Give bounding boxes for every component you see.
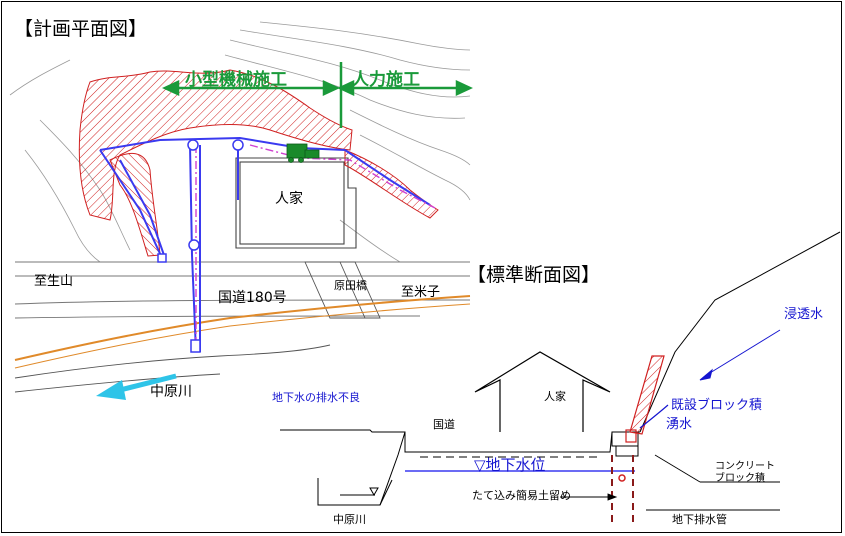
spring-water-label: 湧水	[666, 417, 693, 432]
seepage-water-label: 浸透水	[784, 307, 824, 322]
hatched-slope	[78, 69, 439, 257]
drain-pipe-symbol	[618, 474, 626, 482]
concrete-block	[611, 431, 639, 457]
road-label: 国道180号	[218, 290, 287, 306]
groundwater-poor-label: 地下水の排水不良	[272, 391, 360, 404]
manual-label: 人力施工	[352, 70, 420, 90]
plan-title: 【計画平面図】	[14, 18, 148, 40]
existing-block-label: 既設ブロック積	[671, 398, 763, 413]
plan-house-label: 人家	[275, 191, 303, 207]
construction-range-arrows	[162, 62, 473, 128]
section-river-label: 中原川	[333, 513, 366, 526]
section-house	[474, 351, 611, 432]
section-title: 【標準断面図】	[467, 264, 601, 286]
small-machine-label: 小型機械施工	[185, 70, 287, 90]
concrete-label-1: コンクリート	[715, 461, 775, 472]
retaining-sheets	[611, 455, 634, 522]
orange-route	[14, 295, 471, 369]
river-flow-arrow	[96, 373, 177, 400]
river-banks	[14, 344, 331, 393]
existing-block-wall	[625, 355, 665, 443]
to-ikuyama-label: 至生山	[34, 274, 74, 289]
plan-river-label: 中原川	[150, 384, 192, 400]
manholes	[157, 139, 244, 353]
retaining-label: たて込み簡易土留め	[472, 489, 571, 502]
leader-lines	[560, 454, 780, 511]
drain-pipe-label: 地下排水管	[672, 513, 727, 526]
groundwater-level-label: ▽地下水位	[474, 456, 546, 474]
water-arrows	[639, 329, 781, 429]
section-road-label: 国道	[433, 418, 455, 431]
section-house-label: 人家	[544, 390, 566, 403]
drain-pipes	[99, 136, 431, 353]
bridge	[304, 261, 381, 319]
road-edges	[14, 261, 470, 319]
section-ground	[280, 231, 841, 506]
to-yonago-label: 至米子	[401, 285, 441, 300]
machine-icon	[286, 143, 320, 163]
bridge-label: 原田橋	[334, 279, 367, 292]
contour-lines	[9, 21, 471, 263]
concrete-label-2: ブロック積	[715, 473, 765, 484]
